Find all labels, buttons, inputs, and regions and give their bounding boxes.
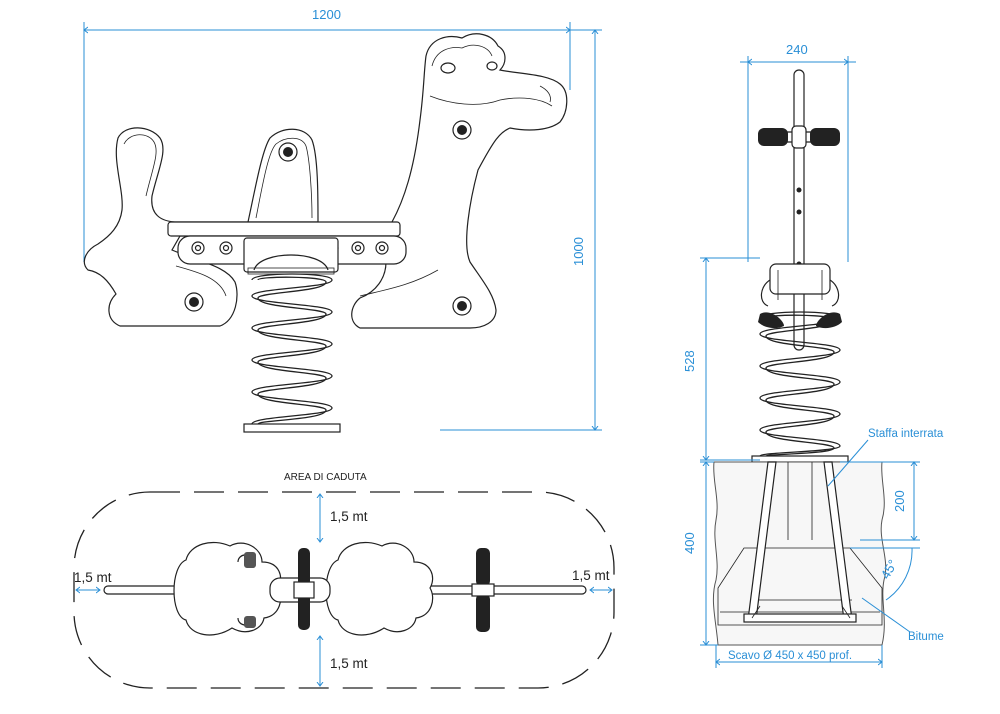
bitumen-label: Bitume <box>908 631 944 643</box>
dimension-height: 1000 <box>420 30 602 430</box>
camel-body <box>83 33 568 329</box>
side-spring <box>751 311 849 463</box>
front-view: 1200 1000 <box>83 7 602 433</box>
embed-label: 200 <box>892 490 907 512</box>
excavation-label: Scavo Ø 450 x 450 prof. <box>728 650 852 662</box>
width-label: 240 <box>786 42 808 57</box>
dimension-side-height: 528 <box>682 258 760 460</box>
bracket-label: Staffa interrata <box>868 428 944 440</box>
front-spring <box>243 273 341 433</box>
fall-area-outline <box>73 491 615 689</box>
safety-area-title: AREA DI CADUTA <box>284 472 367 483</box>
side-height-label: 528 <box>682 350 697 372</box>
height-label: 1000 <box>571 237 586 266</box>
dimension-embed: 200 <box>840 462 920 540</box>
dimension-foundation: 400 <box>682 462 718 645</box>
side-view: 240 528 <box>682 42 944 668</box>
dimension-excavation: Scavo Ø 450 x 450 prof. <box>716 645 882 668</box>
foundation <box>712 461 887 646</box>
handle-holes <box>184 120 472 316</box>
right-distance: 1,5 mt <box>572 568 610 583</box>
top-view: AREA DI CADUTA 1,5 mt 1,5 mt 1,5 mt <box>73 472 615 689</box>
left-distance: 1,5 mt <box>74 570 112 585</box>
bitumen-callout: Bitume <box>861 597 944 643</box>
bracket-callout: Staffa interrata <box>827 428 944 487</box>
length-label: 1200 <box>312 7 341 22</box>
foundation-label: 400 <box>682 532 697 554</box>
top-distance: 1,5 mt <box>330 509 368 524</box>
safety-distances: 1,5 mt 1,5 mt 1,5 mt 1,5 mt <box>74 494 612 686</box>
dimension-length: 1200 <box>84 7 570 262</box>
dimension-width: 240 <box>740 42 856 262</box>
bottom-distance: 1,5 mt <box>330 656 368 671</box>
